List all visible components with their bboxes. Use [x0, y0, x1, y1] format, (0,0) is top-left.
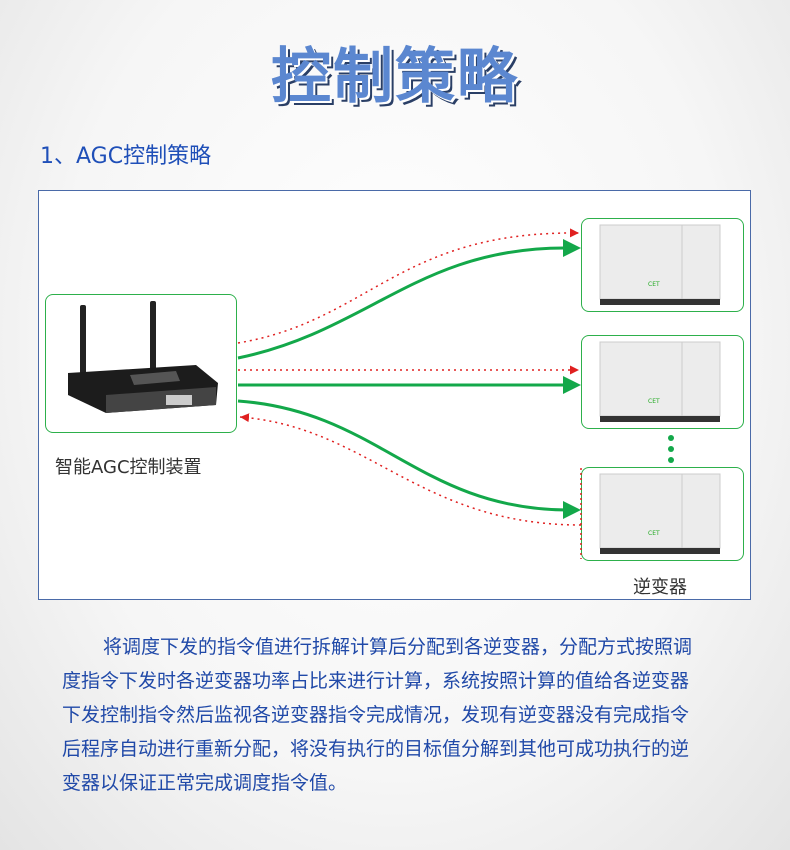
svg-text:CET: CET	[648, 530, 660, 537]
feedback-arrow-3	[239, 413, 582, 526]
inverter-box-2: CET	[581, 335, 744, 429]
strategy-description: 将调度下发的指令值进行拆解计算后分配到各逆变器，分配方式按照调 度指令下发时各逆…	[62, 630, 730, 800]
page-title: 控制策略	[271, 42, 519, 112]
inverter-box-1: CET	[581, 218, 744, 312]
description-line: 变器以保证正常完成调度指令值。	[62, 772, 348, 794]
ellipsis-dot	[668, 435, 674, 441]
feedback-arrow-1	[237, 228, 580, 344]
command-arrowhead	[563, 239, 581, 257]
description-line: 度指令下发时各逆变器功率占比来进行计算，系统按照计算的值给各逆变器	[62, 670, 690, 692]
agc-diagram: 智能AGC控制装置 CET CET CET 逆变器	[38, 190, 751, 600]
inverter-image: CET	[599, 224, 721, 305]
command-arrowhead	[563, 376, 581, 394]
inverter-brand: CET	[648, 281, 660, 288]
command-arrow-3	[237, 399, 568, 512]
section-heading: 1、AGC控制策略	[40, 144, 212, 169]
ellipsis-dot	[668, 457, 674, 463]
description-line: 后程序自动进行重新分配，将没有执行的目标值分解到其他可成功执行的逆	[62, 738, 690, 760]
inverter-box-3: CET	[581, 467, 744, 561]
description-line: 下发控制指令然后监视各逆变器指令完成情况，发现有逆变器没有完成指令	[62, 704, 690, 726]
svg-text:CET: CET	[648, 398, 660, 405]
command-arrowhead	[563, 501, 581, 519]
controller-label: 智能AGC控制装置	[55, 457, 202, 478]
inverter-label: 逆变器	[633, 577, 687, 598]
command-arrow-1	[237, 246, 568, 360]
inverter-image: CET	[599, 341, 721, 422]
description-line: 将调度下发的指令值进行拆解计算后分配到各逆变器，分配方式按照调	[103, 636, 693, 658]
controller-box	[45, 294, 237, 433]
agc-controller-device-image	[68, 301, 218, 413]
inverter-image: CET	[599, 473, 721, 554]
ellipsis-dot	[668, 446, 674, 452]
